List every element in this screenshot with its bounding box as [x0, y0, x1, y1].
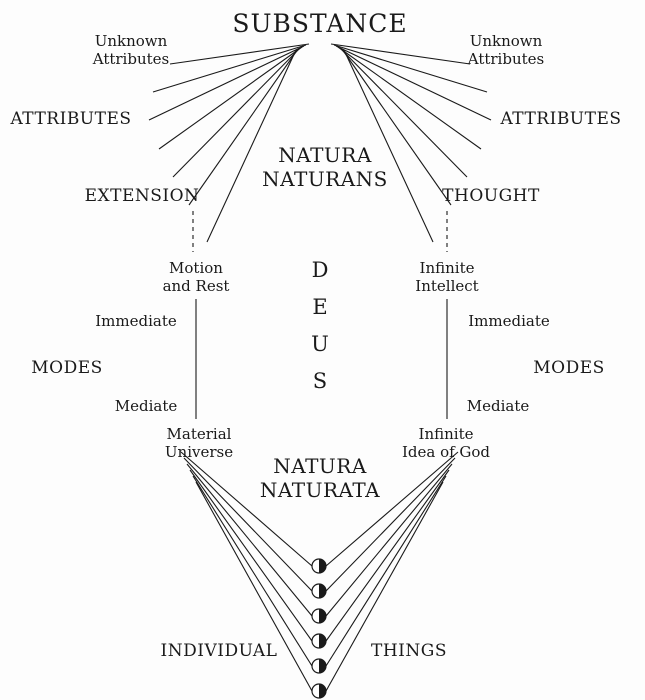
unknown-attributes-left-label: Unknown Attributes [93, 32, 169, 68]
extension-label: EXTENSION [84, 185, 200, 206]
converging-line-left [195, 481, 313, 692]
unknown-attributes-right-label: Unknown Attributes [468, 32, 544, 68]
natura-naturans-line1: NATURA [278, 143, 372, 167]
attribute-line [337, 46, 482, 150]
converging-line-right [325, 481, 444, 692]
converging-line-left [186, 463, 313, 617]
individual-thing-icon-fill [319, 634, 326, 648]
converging-line-right [325, 463, 453, 617]
attribute-line [158, 46, 303, 150]
infinite-idea-of-god-label: Infinite Idea of God [402, 425, 490, 461]
individual-things-stack [180, 451, 459, 699]
infinite-idea-of-god-line2: Idea of God [401, 443, 491, 461]
thought-label: THOUGHT [442, 185, 540, 206]
attributes-right-label: ATTRIBUTES [500, 108, 622, 129]
converging-line-right [325, 469, 450, 642]
infinite-intellect-line2: Intellect [415, 277, 479, 295]
converging-line-right [325, 451, 459, 567]
attribute-line [343, 49, 434, 243]
attribute-line [339, 47, 468, 178]
mediate-left-label: Mediate [114, 397, 178, 415]
natura-naturans-line2: NATURANS [262, 167, 388, 191]
things-label: THINGS [371, 640, 447, 661]
unknown-attributes-right-line2: Attributes [467, 50, 545, 68]
immediate-right-label: Immediate [468, 312, 550, 330]
attribute-line [188, 48, 299, 206]
natura-naturata-line2: NATURATA [259, 478, 381, 502]
individual-thing-icon-fill [319, 684, 326, 698]
converging-line-left [183, 457, 313, 592]
unknown-attributes-left-line1: Unknown [94, 32, 168, 50]
attribute-line [148, 45, 305, 121]
natura-naturans-label: NATURA NATURANS [262, 143, 388, 191]
attribute-fan-right [330, 43, 492, 243]
immediate-left-label: Immediate [95, 312, 177, 330]
attribute-line [152, 44, 307, 93]
modes-left-label: MODES [31, 357, 103, 378]
material-universe-line2: Universe [164, 443, 234, 461]
natura-naturata-line1: NATURA [273, 454, 367, 478]
converging-line-right [325, 475, 447, 667]
mediate-right-label: Mediate [466, 397, 530, 415]
infinite-intellect-label: Infinite Intellect [415, 259, 478, 295]
attribute-fan-left [148, 43, 310, 243]
attribute-line [169, 43, 310, 65]
individual-label: INDIVIDUAL [160, 640, 278, 661]
attribute-line [341, 48, 452, 206]
attribute-line [206, 49, 297, 243]
attributes-left-label: ATTRIBUTES [10, 108, 132, 129]
converging-line-left [189, 469, 313, 642]
attribute-line [333, 44, 488, 93]
motion-and-rest-line2: and Rest [162, 277, 230, 295]
converging-line-right [325, 457, 456, 592]
substance-label: SUBSTANCE [232, 9, 408, 38]
converging-line-left [192, 475, 313, 667]
individual-thing-icon-fill [319, 659, 326, 673]
attribute-line [330, 43, 471, 65]
individual-thing-icon-fill [319, 559, 326, 573]
natura-naturata-label: NATURA NATURATA [260, 454, 380, 502]
material-universe-line1: Material [166, 425, 232, 443]
unknown-attributes-right-line1: Unknown [469, 32, 543, 50]
infinite-idea-of-god-line1: Infinite [418, 425, 474, 443]
motion-and-rest-line1: Motion [169, 259, 223, 277]
deus-label: DEUS [308, 258, 332, 406]
individual-thing-icon-fill [319, 609, 326, 623]
motion-and-rest-label: Motion and Rest [163, 259, 230, 295]
attribute-line [335, 45, 492, 121]
attribute-line [172, 47, 301, 178]
unknown-attributes-left-line2: Attributes [92, 50, 170, 68]
modes-right-label: MODES [533, 357, 605, 378]
converging-line-left [180, 451, 313, 567]
material-universe-label: Material Universe [165, 425, 233, 461]
infinite-intellect-line1: Infinite [419, 259, 475, 277]
individual-thing-icon-fill [319, 584, 326, 598]
